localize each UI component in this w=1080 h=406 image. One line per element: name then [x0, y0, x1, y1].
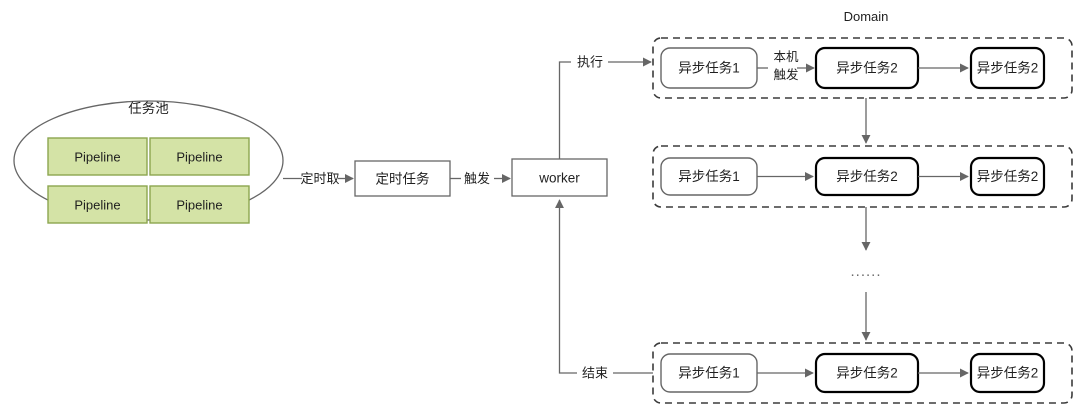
edge-domain-to-worker-finish: 结束	[554, 199, 653, 381]
domain-row-3-task-3-box[interactable]	[969, 352, 1046, 394]
domain-row-2-task-1-label: 异步任务1	[678, 169, 740, 184]
pipeline-box-2[interactable]	[149, 137, 250, 176]
scheduled-task-box[interactable]	[354, 160, 451, 197]
worker-box[interactable]	[511, 158, 608, 197]
worker-node[interactable]: worker	[511, 158, 608, 197]
edge-label-local-trigger-line2: 触发	[773, 67, 799, 82]
domain-row-3-container	[652, 342, 1073, 404]
domain-row-1-task-1-label: 异步任务1	[678, 61, 740, 76]
domain-row-3: 异步任务1 异步任务2 异步任务2	[652, 342, 1073, 404]
domain-row-1-task-2-label: 异步任务2	[836, 61, 898, 76]
pipeline-label-2: Pipeline	[176, 150, 222, 165]
scheduled-task-label: 定时任务	[376, 172, 430, 187]
edge-worker-to-domain-execute: 执行	[558, 55, 652, 159]
edge-label-scheduled-fetch: 定时取	[300, 171, 339, 186]
task-pool-title: 任务池	[128, 101, 169, 116]
domain-row-1-task-3-label: 异步任务2	[977, 61, 1039, 76]
edge-label-trigger: 触发	[464, 171, 490, 186]
domain-row-3-task-2-label: 异步任务2	[836, 366, 898, 381]
pipeline-label-1: Pipeline	[74, 150, 120, 165]
domain-row-2-container	[652, 145, 1073, 208]
domain-row-3-task-3-label: 异步任务2	[977, 366, 1039, 381]
domain-title: Domain	[844, 9, 889, 24]
domain-row-3-task-1-label: 异步任务1	[678, 366, 740, 381]
domain-row-1-task-3-box[interactable]	[969, 46, 1046, 90]
edge-label-finish: 结束	[582, 366, 608, 381]
domain-row-1-container	[652, 37, 1073, 99]
domain-row-2: 异步任务1 异步任务2 异步任务2	[652, 145, 1073, 208]
ellipsis-indicator: ......	[850, 263, 881, 280]
edge-pool-to-scheduled-task: 定时取	[283, 171, 354, 186]
edge-local-trigger: 本机 触发	[757, 50, 815, 82]
edge-label-local-trigger-line1: 本机	[773, 50, 799, 64]
domain-row-1: 异步任务1 本机 触发 异步任务2 异步任务2	[652, 37, 1073, 99]
domain-row-2-task-3-label: 异步任务2	[977, 169, 1039, 184]
pipeline-grid: Pipeline Pipeline Pipeline Pipeline	[47, 137, 250, 224]
pipeline-box-1[interactable]	[47, 137, 148, 176]
task-pool-group: 任务池 Pipeline Pipeline Pipeline Pipeline	[13, 100, 284, 224]
pipeline-box-4[interactable]	[149, 185, 250, 224]
pipeline-label-4: Pipeline	[176, 198, 222, 213]
edge-scheduled-task-to-worker: 触发	[450, 171, 511, 186]
pipeline-label-3: Pipeline	[74, 198, 120, 213]
worker-label: worker	[538, 171, 580, 186]
scheduled-task-node[interactable]: 定时任务	[354, 160, 451, 197]
pipeline-box-3[interactable]	[47, 185, 148, 224]
edge-label-execute: 执行	[577, 55, 603, 70]
domain-row-2-task-3-box[interactable]	[969, 156, 1046, 197]
domain-row-2-task-2-label: 异步任务2	[836, 169, 898, 184]
